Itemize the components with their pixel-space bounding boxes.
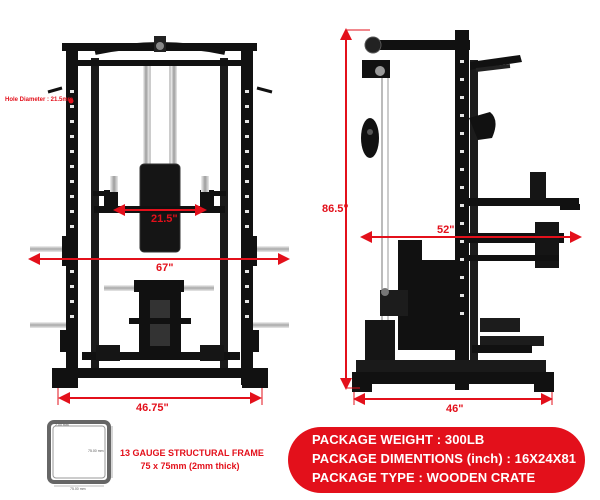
front-view-machine (30, 36, 289, 388)
inner-width-label: 21.5" (151, 213, 178, 225)
frame-spec-line2: 75 x 75mm (2mm thick) (140, 461, 240, 471)
tube-height-label: 75.00 mm (88, 449, 104, 453)
height-label: 86.5" (322, 203, 349, 215)
side-view-machine (352, 30, 580, 392)
package-info-badge: PACKAGE WEIGHT : 300LB PACKAGE DIMENTION… (288, 427, 585, 493)
package-type: PACKAGE TYPE : WOODEN CRATE (312, 470, 536, 485)
front-dimension-lines (28, 98, 290, 405)
outer-width-label: 67" (156, 262, 174, 274)
side-dimension-lines (340, 28, 582, 405)
base-depth-label: 46" (446, 403, 464, 415)
hole-diameter-label: Hole Diameter : 21.5mm (5, 97, 74, 103)
tube-width-label: 75.00 mm (70, 487, 86, 491)
frame-spec-line1: 13 GAUGE STRUCTURAL FRAME (120, 448, 264, 458)
tube-thickness-label: 2.00 mm (55, 423, 69, 427)
frame-spec: 13 GAUGE STRUCTURAL FRAME 75 x 75mm (2mm… (120, 447, 264, 473)
arm-depth-label: 52" (437, 224, 455, 236)
package-dimensions: PACKAGE DIMENTIONS (inch) : 16X24X81 (312, 451, 577, 466)
package-weight: PACKAGE WEIGHT : 300LB (312, 432, 485, 447)
base-width-label: 46.75" (136, 402, 169, 414)
tube-cross-section (47, 420, 113, 487)
